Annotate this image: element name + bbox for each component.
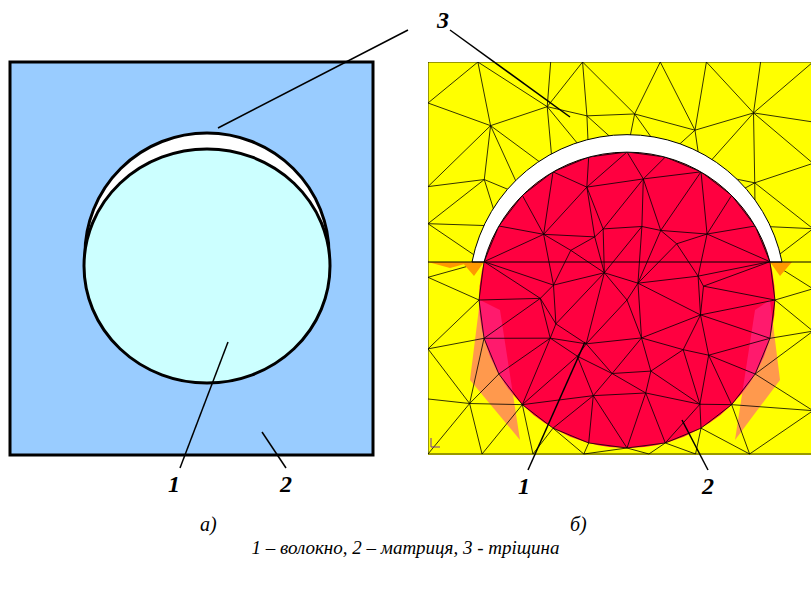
fiber-circle xyxy=(84,149,330,383)
panel-label: б) xyxy=(570,514,587,534)
callout-number: 2 xyxy=(702,474,714,498)
matrix-square xyxy=(10,62,373,455)
crack-gap xyxy=(472,135,782,262)
mesh-edges xyxy=(428,62,811,454)
panel-label: а) xyxy=(200,514,217,534)
figure-caption: 1 – волокно, 2 – матриця, 3 - тріщина xyxy=(251,538,559,557)
fe-mesh xyxy=(428,62,811,454)
callout-number: 1 xyxy=(168,472,180,496)
leader-lines xyxy=(180,30,708,470)
callout-number: 2 xyxy=(280,472,292,496)
callout-number: 1 xyxy=(518,474,530,498)
callout-number: 3 xyxy=(437,8,449,32)
